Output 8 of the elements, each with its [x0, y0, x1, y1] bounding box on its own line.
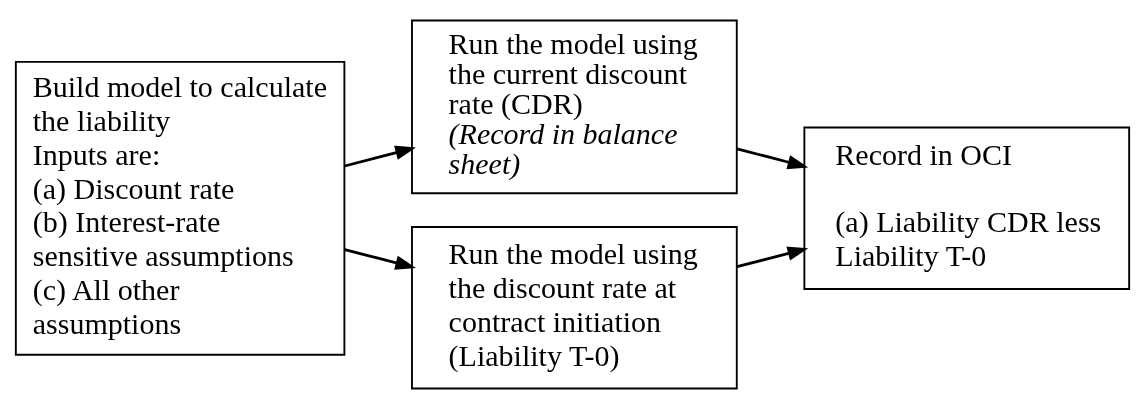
arrow: [344, 145, 416, 167]
arrow: [736, 146, 809, 169]
node-box: Record in OCI (a) Liability CDR less Liability T-0: [803, 126, 1131, 290]
node-box: Run the model using the current discount rate (CDR) (Record in balance sheet): [411, 19, 738, 194]
node-box: Build model to calculate the liability Inputs are: (a) Discount rate (b) Interest-rate sensitive assumptions (c) All other assumptions: [14, 60, 346, 356]
arrow: [736, 246, 809, 268]
arrow: [344, 247, 416, 270]
node-box: Run the model using the discount rate at contract initiation (Liability T-0): [411, 225, 738, 389]
